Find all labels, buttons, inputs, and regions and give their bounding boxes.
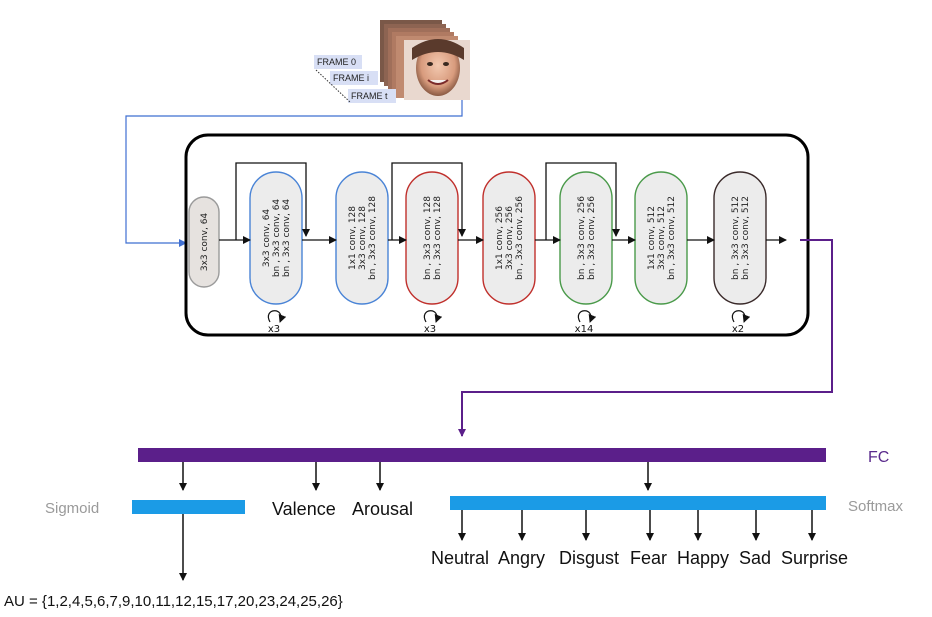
skip-connection: [391, 162, 466, 240]
emotion-arrows: [458, 510, 816, 541]
repeat-count: x14: [575, 324, 594, 335]
emotion-label: Surprise: [781, 548, 848, 568]
repeat-loop-icon: [731, 310, 751, 323]
conv-block-line: bn , 3x3 conv, 256: [587, 196, 597, 280]
fc-connector: [458, 239, 833, 437]
conv-block-line: bn , 3x3 conv, 128: [433, 196, 443, 280]
repeat-count: x3: [424, 324, 436, 335]
emotion-labels: Neutral Angry Disgust Fear Happy Sad Surprise: [431, 548, 848, 568]
frame-label-0: FRAME 0: [317, 57, 356, 67]
conv-block-line: 1x1 conv, 512: [647, 206, 657, 270]
network-container: [184, 133, 810, 337]
conv-block-line: 3x3 conv, 64: [262, 209, 272, 268]
conv-block-line: bn , 3x3 conv, 512: [731, 196, 741, 280]
conv-block-line: bn , 3x3 conv, 512: [741, 196, 751, 280]
frame-tag-0-bg: [314, 55, 362, 69]
skip-connection: [545, 162, 620, 240]
softmax-label: Softmax: [848, 498, 904, 515]
conv-block-line: 3x3 conv, 256: [505, 206, 515, 270]
arousal-label: Arousal: [352, 499, 413, 519]
input-connector: [125, 100, 463, 247]
input-frames: FRAME 0 FRAME i FRAME t: [125, 20, 470, 247]
conv-block-shape: [188, 196, 220, 288]
emotion-label: Sad: [739, 548, 771, 568]
conv-block-line: bn , 3x3 conv, 128: [368, 196, 378, 280]
conv-block-line: bn , 3x3 conv, 256: [515, 196, 525, 280]
sigmoid-label: Sigmoid: [45, 500, 99, 517]
conv-block-line: 3x3 conv, 512: [657, 206, 667, 270]
emotion-label: Fear: [630, 548, 667, 568]
conv-block-line: bn , 3x3 conv, 64: [272, 199, 282, 278]
repeat-count: x3: [268, 324, 280, 335]
conv-block-line: bn , 3x3 conv, 128: [423, 196, 433, 280]
frame-tag-i-bg: [330, 71, 378, 85]
frame-label-t: FRAME t: [351, 91, 388, 101]
conv-block-0: 3x3 conv, 64: [188, 196, 220, 288]
conv-block-line: bn , 3x3 conv, 256: [577, 196, 587, 280]
fc-bar: [138, 448, 826, 462]
conv-block-line: bn , 3x3 conv, 512: [667, 196, 677, 280]
repeat-count: x2: [732, 324, 744, 335]
frame-tag-t-bg: [348, 89, 396, 103]
conv-block-line: bn , 3x3 conv, 64: [282, 199, 292, 278]
softmax-bar: [450, 496, 826, 510]
emotion-label: Neutral: [431, 548, 489, 568]
frame-label-i: FRAME i: [333, 73, 369, 83]
emotion-label: Disgust: [559, 548, 619, 568]
valence-label: Valence: [272, 499, 336, 519]
face-frames-icon: [380, 20, 470, 100]
skip-connection: [235, 162, 310, 240]
conv-block-line: 1x1 conv, 128: [348, 206, 358, 270]
conv-block-line: 1x1 conv, 256: [495, 206, 505, 270]
au-label: AU = {1,2,4,5,6,7,9,10,11,12,15,17,20,23…: [4, 593, 343, 610]
repeat-loop-icon: [423, 310, 443, 323]
emotion-label: Happy: [677, 548, 729, 568]
conv-block-line: 3x3 conv, 64: [200, 213, 210, 272]
repeat-loop-icon: [267, 310, 287, 323]
block-arrows: [219, 162, 787, 244]
fc-label: FC: [868, 449, 889, 466]
emotion-label: Angry: [498, 548, 545, 568]
repeat-loop-icon: [577, 310, 597, 323]
sigmoid-bar: [132, 500, 245, 514]
conv-block-line: 3x3 conv, 128: [358, 206, 368, 270]
